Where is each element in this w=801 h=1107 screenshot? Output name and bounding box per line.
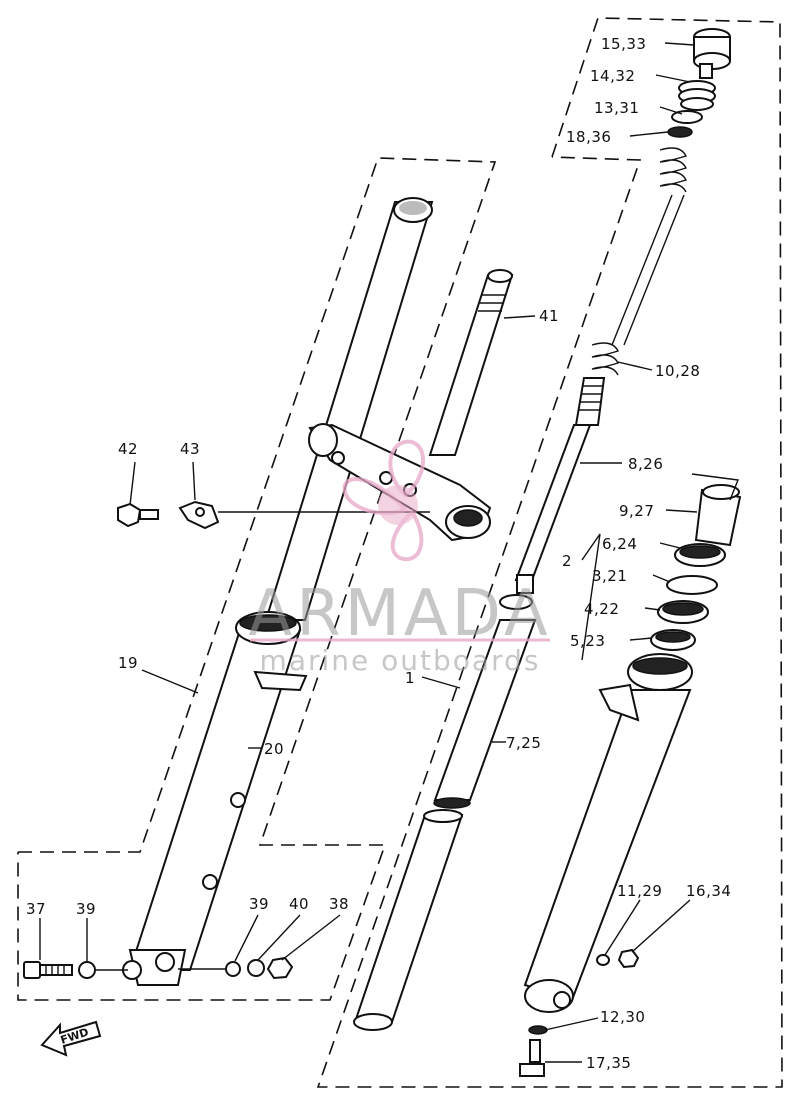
spring-washer-40: [247, 959, 265, 977]
left-outer-tube: [122, 611, 308, 986]
oil-seal-6-24: [674, 543, 726, 567]
bolt-16-34: [617, 948, 640, 969]
label-17-35: 17,35: [586, 1054, 631, 1072]
label-7-25: 7,25: [506, 734, 541, 752]
label-19: 19: [118, 654, 138, 672]
dust-seal-9-27: [694, 484, 742, 547]
fork-spring-upper: [611, 147, 687, 346]
part-labels: 15,33 14,32 13,31 18,36 41 10,28 8,26 9,…: [26, 35, 731, 1072]
spring-10-28: [591, 342, 619, 376]
washer-5-23: [650, 629, 696, 651]
left-fork-group-outline: [17, 157, 497, 1001]
gasket-11-29: [596, 954, 610, 966]
left-inner-tube: [264, 197, 434, 621]
fwd-arrow: FWD: [40, 1020, 102, 1057]
label-14-32: 14,32: [590, 67, 635, 85]
oil-lock-piece: [499, 594, 533, 610]
dust-seal-7-25: [433, 797, 471, 809]
copper-washer-12-30: [528, 1025, 548, 1035]
label-42: 42: [118, 440, 138, 458]
label-13-31: 13,31: [594, 99, 639, 117]
bolt-42: [117, 502, 159, 528]
label-39-left: 39: [76, 900, 96, 918]
watermark-logo: ARMADA marine outboards: [248, 439, 550, 677]
axle-pinch-bolt-37: [23, 961, 73, 979]
washer-39-left: [78, 961, 96, 979]
label-3-21: 3,21: [592, 567, 627, 585]
label-8-26: 8,26: [628, 455, 663, 473]
label-6-24: 6,24: [602, 535, 637, 553]
label-9-27: 9,27: [619, 502, 654, 520]
right-outer-tube-2: [523, 653, 693, 1013]
label-12-30: 12,30: [600, 1008, 645, 1026]
label-18-36: 18,36: [566, 128, 611, 146]
label-40: 40: [289, 895, 309, 913]
right-fork-group-outline: [316, 17, 783, 1088]
damper-rod-bolt-17-35: [519, 1039, 545, 1077]
label-20: 20: [264, 740, 284, 758]
label-37: 37: [26, 900, 46, 918]
label-16-34: 16,34: [686, 882, 731, 900]
label-5-23: 5,23: [570, 632, 605, 650]
label-15-33: 15,33: [601, 35, 646, 53]
watermark-tagline: marine outboards: [260, 644, 541, 677]
label-1: 1: [405, 669, 415, 687]
collar-18-36: [667, 126, 693, 138]
label-38: 38: [329, 895, 349, 913]
washer-39-right: [225, 961, 241, 977]
label-43: 43: [180, 440, 200, 458]
oil-seal-stack: [650, 484, 742, 651]
right-inner-tube-lower: [353, 809, 464, 1031]
o-ring-14-32: [678, 63, 716, 111]
steering-stem-41: [428, 269, 514, 456]
nut-38: [266, 956, 294, 980]
washer-13-31: [671, 110, 703, 124]
oil-seal-4-22: [657, 600, 709, 624]
damper-rod-8-26: [514, 377, 606, 594]
label-39-right: 39: [249, 895, 269, 913]
cable-guide-43: [178, 500, 220, 530]
label-2: 2: [562, 552, 572, 570]
propeller-logo-icon: [342, 439, 426, 562]
label-41: 41: [539, 307, 559, 325]
right-inner-tube-1: [433, 619, 537, 801]
leader-lines: [39, 42, 739, 1063]
label-4-22: 4,22: [584, 600, 619, 618]
clip-3-21: [666, 575, 718, 595]
label-10-28: 10,28: [655, 362, 700, 380]
label-11-29: 11,29: [617, 882, 662, 900]
dashed-group-outlines: [17, 17, 783, 1088]
